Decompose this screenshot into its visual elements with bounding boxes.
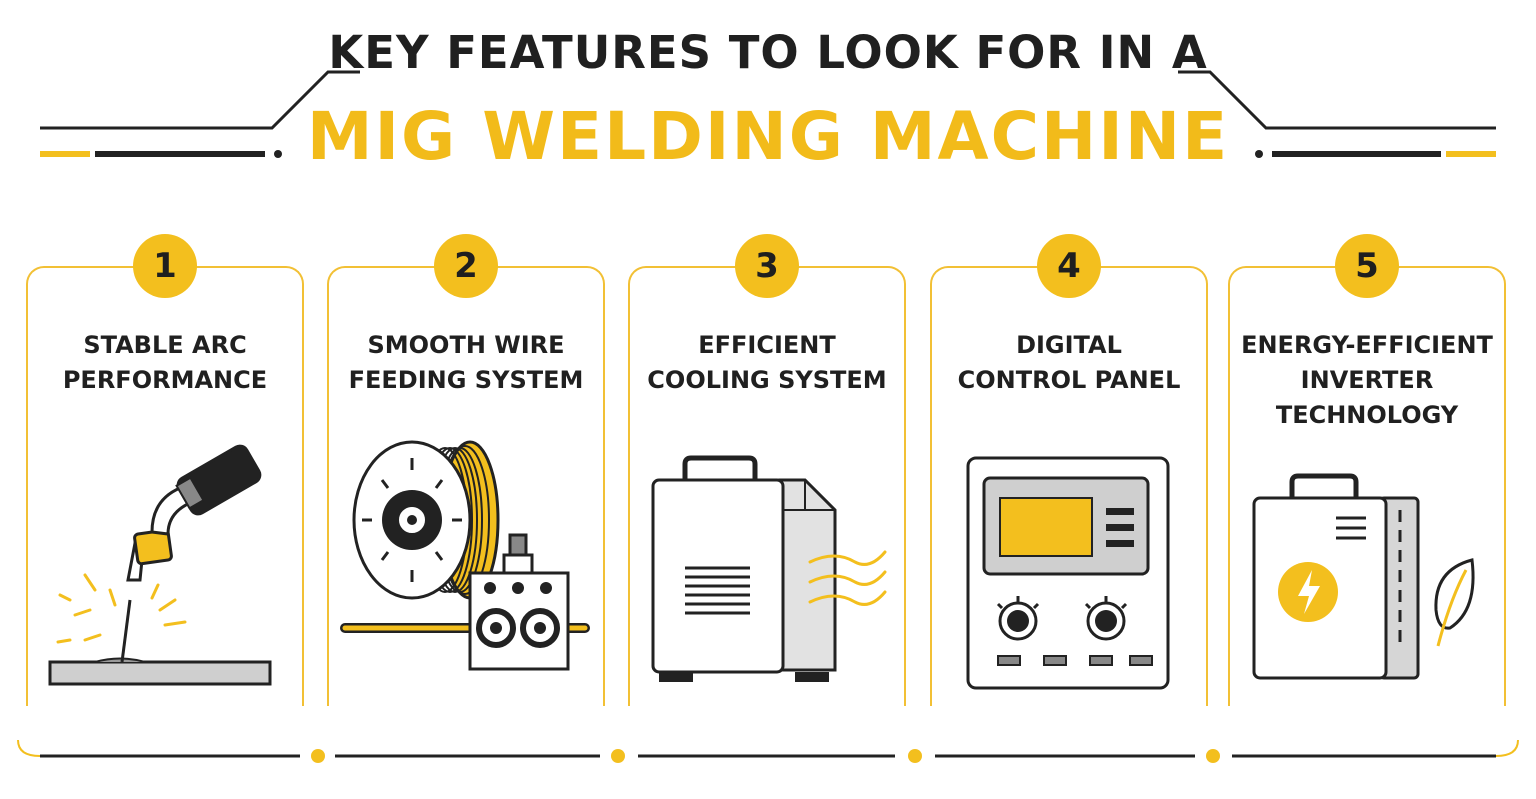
control-panel-icon: [966, 456, 1170, 690]
feature-title: STABLE ARC PERFORMANCE: [62, 331, 268, 394]
feature-number-badge: 3: [735, 234, 799, 298]
feature-number-badge: 2: [434, 234, 498, 298]
title-line-1: KEY FEATURES TO LOOK FOR IN A: [328, 26, 1208, 79]
feature-number-badge: 1: [133, 234, 197, 298]
footer-decoration: [17, 740, 1519, 763]
header-decoration: [40, 70, 1496, 158]
feature-number-badge: 4: [1037, 234, 1101, 298]
inverter-leaf-icon: [1252, 473, 1475, 680]
feature-title: SMOOTH WIRE FEEDING SYSTEM: [348, 331, 584, 394]
feature-number-badge: 5: [1335, 234, 1399, 298]
mig-torch-icon: [48, 444, 272, 686]
wire-spool-feeder-icon: [340, 440, 590, 671]
welder-airflow-icon: [651, 455, 887, 682]
feature-title: DIGITAL CONTROL PANEL: [957, 331, 1181, 394]
title-line-2: MIG WELDING MACHINE: [306, 98, 1230, 175]
feature-title: ENERGY-EFFICIENT INVERTER TECHNOLOGY: [1241, 331, 1493, 429]
feature-title: EFFICIENT COOLING SYSTEM: [647, 331, 887, 394]
